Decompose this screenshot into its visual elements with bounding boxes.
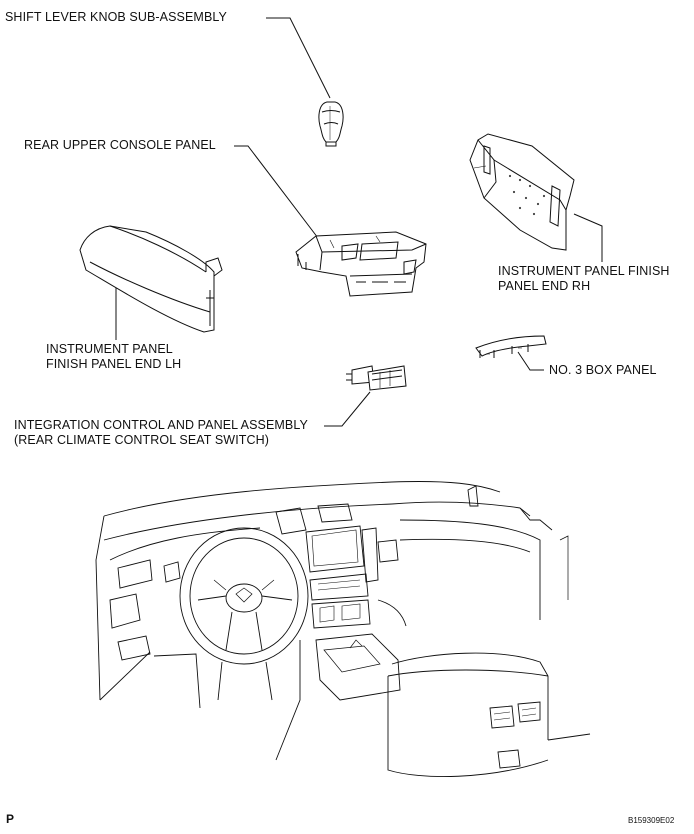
rear-upper-console-part: [295, 231, 427, 297]
label-integration-control-panel: INTEGRATION CONTROL AND PANEL ASSEMBLY (…: [14, 418, 308, 447]
vehicle-interior-overview: [95, 481, 591, 777]
shift-knob-part: [318, 101, 344, 147]
integration-control-part: [346, 365, 407, 391]
leader-lines: [115, 17, 603, 427]
figure-code: B159309E02: [628, 816, 675, 825]
label-rear-upper-console-panel: REAR UPPER CONSOLE PANEL: [24, 138, 216, 152]
ip-finish-panel-end-rh-part: [469, 133, 575, 251]
no3-box-panel-part: [475, 335, 547, 358]
label-ip-finish-panel-end-rh: INSTRUMENT PANEL FINISH PANEL END RH: [498, 264, 670, 293]
corner-mark: P: [6, 812, 15, 826]
label-no3-box-panel: NO. 3 BOX PANEL: [549, 363, 657, 377]
label-ip-finish-panel-end-lh: INSTRUMENT PANEL FINISH PANEL END LH: [46, 342, 182, 371]
label-shift-lever-knob: SHIFT LEVER KNOB SUB-ASSEMBLY: [5, 10, 227, 24]
ip-finish-panel-end-lh-part: [79, 225, 223, 333]
